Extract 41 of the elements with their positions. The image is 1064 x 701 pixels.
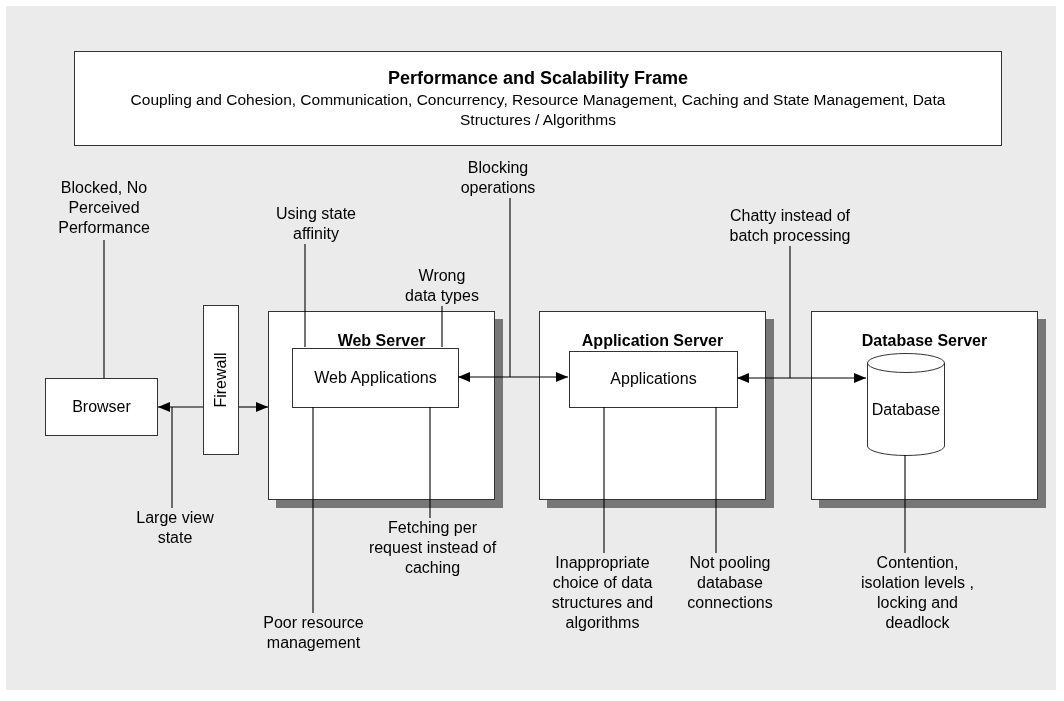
callout-text: Large view state [130,508,220,548]
leader-line [904,454,906,554]
callout-text: Fetching per request instead of caching [365,518,500,578]
database-label: Database [870,401,942,419]
arrow [157,402,204,412]
leader-line [312,406,314,614]
arrow [238,402,269,412]
frame-description: Coupling and Cohesion, Communication, Concurrency, Resource Management, Caching and State Management, Data Structures / Algorithms [129,90,947,131]
callout-text: Blocking operations [453,158,543,198]
callout-text: Contention, isolation levels , locking and deadlock [850,553,985,633]
leader-line [429,406,431,519]
leader-line [441,305,443,348]
box-label: Web Applications [314,367,437,388]
callout-text: Not pooling database connections [680,553,780,613]
box-label: Applications [610,369,697,390]
arrow [736,373,867,383]
leader-line [171,406,173,509]
firewall-bar [203,305,239,455]
leader-line [304,243,306,348]
server-title: Database Server [860,332,989,350]
process-box [45,378,158,436]
frame-title: Performance and Scalability Frame [387,66,689,90]
callout-text: Blocked, No Perceived Performance [49,178,159,240]
arrow [457,372,569,382]
callout-text: Inappropriate choice of data structures and algorithms [540,553,665,633]
callout-text: Poor resource management [256,613,371,653]
callout-text: Wrong data types [402,266,482,306]
leader-line [789,245,791,379]
leader-line [509,197,511,378]
server-title: Application Server [580,332,725,350]
firewall-label: Firewall [212,352,230,408]
process-box [292,348,459,408]
leader-line [603,406,605,554]
process-box [569,351,738,408]
callout-text: Using state affinity [256,204,376,244]
box-label: Browser [72,396,131,417]
frame-box [74,51,1002,146]
callout-text: Chatty instead of batch processing [720,206,860,246]
leader-line [715,406,717,554]
server-title: Web Server [336,332,427,350]
leader-line [103,239,105,379]
